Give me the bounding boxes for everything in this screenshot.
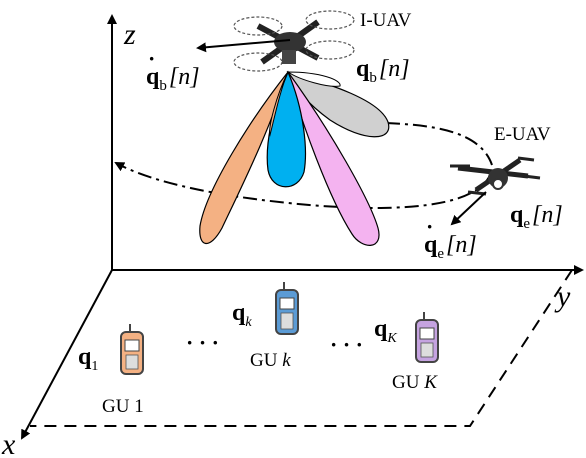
euav-velocity-label: qe[n] [424,232,477,262]
gu-k-position-label: qk [232,300,252,330]
euav-drone-icon [450,156,541,196]
gu-K-label: GU K [392,372,438,393]
beam-pink [287,71,380,246]
euav-velocity-arrow [450,191,487,226]
gu-1-phone-icon [120,324,144,375]
z-axis-label: z [123,18,136,51]
beam-pattern [199,70,390,246]
beam-side-lobe [269,71,289,137]
ellipsis-left: · · · [186,330,219,355]
beam-orange [199,71,289,245]
gu-K-position-label: qK [374,316,397,346]
beam-side-lobe-right [286,71,341,87]
gu-1-position-label: q1 [78,344,98,374]
gu-k-label: GU k [250,350,291,371]
y-axis-label: y [554,280,571,313]
gu-k-phone-icon [275,282,299,335]
iuav-velocity-arrow [196,39,291,53]
euav-position-label: qe[n] [510,202,563,232]
euav-trajectory [114,162,491,209]
ellipsis-right: · · · [330,332,363,357]
iuav-velocity-dot: · [148,46,155,71]
euav-velocity-dot: · [426,214,433,239]
iuav-name-label: I-UAV [360,10,412,31]
gu-1-label: GU 1 [102,396,144,417]
gu-K-phone-icon [415,312,439,363]
x-axis-label: x [1,428,16,458]
euav-trajectory-back [385,122,493,166]
axes [21,14,584,440]
iuav-velocity-label: qb[n] [146,64,200,94]
iuav-drone-icon [233,10,355,72]
iuav-position-label: qb[n] [356,56,410,86]
euav-name-label: E-UAV [494,124,551,145]
x-axis [21,269,113,440]
